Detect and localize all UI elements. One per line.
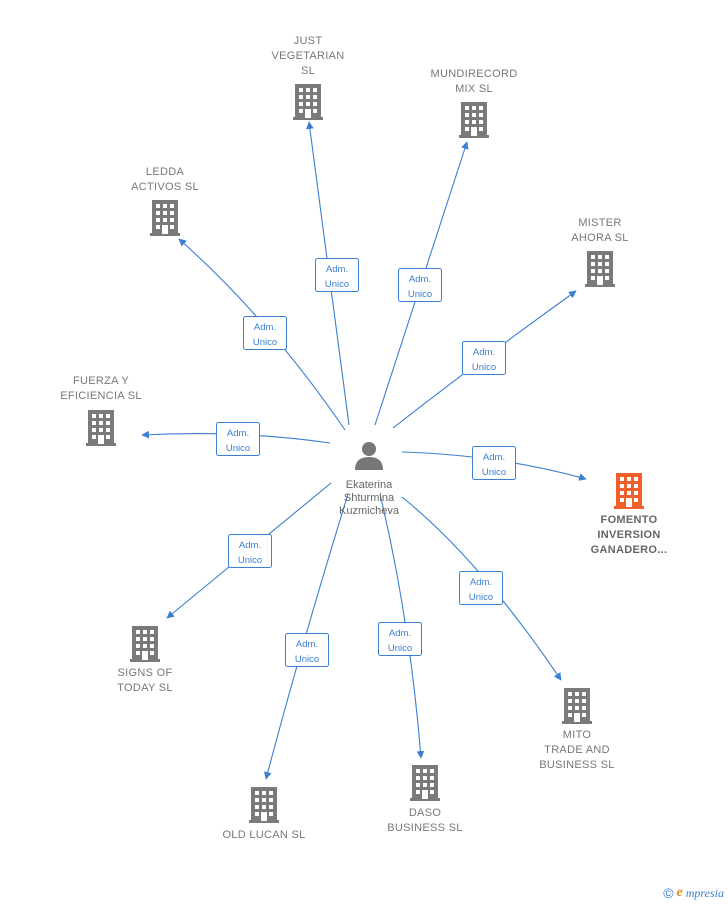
company-label-fuerza-y-eficiencia: EFICIENCIA SL (60, 390, 142, 402)
edge-label-box (216, 422, 260, 456)
company-label-ledda-activos: ACTIVOS SL (131, 181, 199, 193)
edge-label-text: Adm. (473, 347, 495, 358)
company-node-ledda-activos[interactable]: LEDDA ACTIVOS SL (131, 166, 199, 236)
person-icon (362, 442, 376, 456)
company-node-mister-ahora[interactable]: MISTER AHORA SL (571, 217, 628, 287)
edge-label-text: Adm. (470, 577, 492, 588)
edge-label-text: Unico (472, 362, 496, 373)
company-node-mito-trade[interactable]: MITO TRADE AND BUSINESS SL (539, 688, 614, 771)
edge-label-box (459, 571, 503, 605)
building-icon (459, 102, 489, 138)
building-icon (293, 84, 323, 120)
company-node-signs-of-today[interactable]: SIGNS OF TODAY SL (117, 626, 173, 694)
building-icon (130, 626, 160, 662)
company-label-mito-trade: TRADE AND (544, 744, 610, 756)
edge-label-mito-trade[interactable]: Adm. Unico (459, 571, 503, 605)
edge-label-old-lucan[interactable]: Adm. Unico (285, 633, 329, 667)
person-name-label: Kuzmicheva (339, 505, 400, 517)
edge-label-text: Adm. (483, 452, 505, 463)
edge-label-box (315, 258, 359, 292)
edge-label-box (285, 633, 329, 667)
company-label-daso-business: DASO (409, 807, 442, 819)
edge-label-text: Unico (408, 289, 432, 300)
company-label-mito-trade: MITO (563, 729, 592, 741)
company-node-old-lucan[interactable]: OLD LUCAN SL (222, 787, 305, 841)
company-label-fuerza-y-eficiencia: FUERZA Y (73, 375, 129, 387)
person-icon-body (355, 457, 383, 470)
company-label-signs-of-today: SIGNS OF (118, 667, 173, 679)
company-label-mister-ahora: MISTER (578, 217, 621, 229)
company-node-daso-business[interactable]: DASO BUSINESS SL (387, 765, 462, 834)
building-icon (150, 200, 180, 236)
edge-label-text: Unico (482, 467, 506, 478)
company-label-mito-trade: BUSINESS SL (539, 759, 614, 771)
edge-label-box (243, 316, 287, 350)
edge-label-text: Unico (253, 337, 277, 348)
edge-label-text: Unico (226, 443, 250, 454)
company-label-just-vegetarian: VEGETARIAN (271, 50, 344, 62)
edge-label-text: Unico (388, 643, 412, 654)
edge-label-text: Adm. (409, 274, 431, 285)
edge-label-mundirecord-mix[interactable]: Adm. Unico (398, 268, 442, 302)
company-label-old-lucan: OLD LUCAN SL (222, 829, 305, 841)
edge-label-daso-business[interactable]: Adm. Unico (378, 622, 422, 656)
edge-label-fuerza-y-eficiencia[interactable]: Adm. Unico (216, 422, 260, 456)
edge-label-ledda-activos[interactable]: Adm. Unico (243, 316, 287, 350)
edge-label-signs-of-today[interactable]: Adm. Unico (228, 534, 272, 568)
edge-label-just-vegetarian[interactable]: Adm. Unico (315, 258, 359, 292)
edge-label-text: Unico (238, 555, 262, 566)
brand-logo-initial: e (676, 885, 683, 900)
edge-label-text: Adm. (326, 264, 348, 275)
company-node-fuerza-y-eficiencia[interactable]: FUERZA Y EFICIENCIA SL (60, 375, 142, 446)
company-node-mundirecord-mix[interactable]: MUNDIRECORD MIX SL (430, 68, 517, 138)
edge-line-just-vegetarian (306, 121, 350, 426)
edge-label-box (398, 268, 442, 302)
edge-label-text: Adm. (254, 322, 276, 333)
edge-label-box (472, 446, 516, 480)
edge-label-text: Unico (325, 279, 349, 290)
edge-label-fomento-inversion[interactable]: Adm. Unico (472, 446, 516, 480)
company-label-mister-ahora: AHORA SL (571, 232, 628, 244)
edge-label-text: Adm. (296, 639, 318, 650)
company-label-fomento-inversion: FOMENTO (601, 514, 658, 526)
edge-label-box (228, 534, 272, 568)
edge-label-box (378, 622, 422, 656)
building-icon (585, 251, 615, 287)
edge-label-box (462, 341, 506, 375)
company-node-fomento-inversion[interactable]: FOMENTO INVERSION GANADERO... (591, 473, 668, 556)
building-icon (410, 765, 440, 801)
company-label-just-vegetarian: SL (301, 65, 315, 77)
copyright-icon: © (663, 885, 674, 901)
company-label-fomento-inversion: INVERSION (597, 529, 660, 541)
building-icon (614, 473, 644, 509)
edge-label-text: Unico (295, 654, 319, 665)
brand-name: mpresia (685, 885, 724, 900)
person-name-label: Shturmina (344, 492, 395, 504)
company-label-mundirecord-mix: MUNDIRECORD (430, 68, 517, 80)
company-label-just-vegetarian: JUST (294, 35, 323, 47)
company-label-signs-of-today: TODAY SL (117, 682, 173, 694)
company-label-mundirecord-mix: MIX SL (455, 83, 493, 95)
company-label-fomento-inversion: GANADERO... (591, 544, 668, 556)
edge-label-text: Unico (469, 592, 493, 603)
company-node-just-vegetarian[interactable]: JUST VEGETARIAN SL (271, 35, 344, 120)
edge-label-text: Adm. (227, 428, 249, 439)
edge-label-text: Adm. (389, 628, 411, 639)
company-label-ledda-activos: LEDDA (146, 166, 185, 178)
company-label-daso-business: BUSINESS SL (387, 822, 462, 834)
person-name-label: Ekaterina (346, 479, 393, 491)
edge-label-mister-ahora[interactable]: Adm. Unico (462, 341, 506, 375)
building-icon (249, 787, 279, 823)
building-icon (562, 688, 592, 724)
building-icon (86, 410, 116, 446)
edge-label-text: Adm. (239, 540, 261, 551)
